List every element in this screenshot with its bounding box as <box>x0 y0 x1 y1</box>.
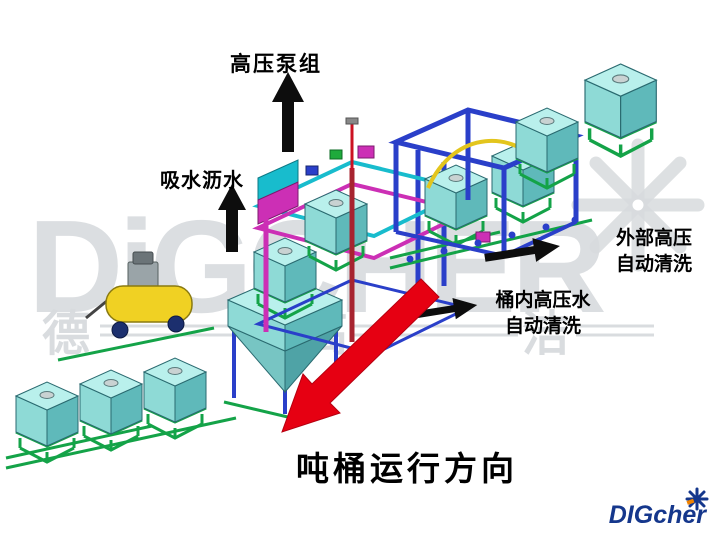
external-wash-label: 外部高压 自动清洗 <box>596 226 712 277</box>
air-compressor <box>85 251 193 339</box>
ibc-tote <box>78 368 144 452</box>
spray-unit <box>305 117 375 176</box>
pump-arrow-up <box>272 72 304 152</box>
suction-drain-label: 吸水沥水 <box>160 170 244 192</box>
watermark-cjk-1: 德 <box>42 308 90 361</box>
drain-hopper-station <box>223 236 345 420</box>
external-wash-label-line2: 自动清洗 <box>615 253 692 275</box>
internal-wash-label: 桶内高压水 自动清洗 <box>474 288 612 339</box>
ibc-tote-outfeed <box>583 62 659 158</box>
internal-wash-label-line1: 桶内高压水 <box>495 290 591 311</box>
watermark-cjk-3: 洁 <box>522 308 570 361</box>
logo-star-icon <box>685 487 709 511</box>
pump-group-label: 高压泵组 <box>230 53 322 76</box>
roller-conveyor <box>406 216 579 263</box>
booth-pump-box <box>475 231 491 243</box>
internal-wash-label-line2: 自动清洗 <box>504 315 581 337</box>
digcher-logo: DIGcher <box>608 487 709 530</box>
suction-arrow-up <box>218 184 246 252</box>
ibc-tote <box>142 356 208 440</box>
logo-text-dig: DIG <box>608 501 654 529</box>
watermark-starburst <box>571 138 705 272</box>
internal-wash-arrow <box>409 297 478 320</box>
flow-direction-label: 吨桶运行方向 <box>296 450 518 487</box>
external-wash-arrow <box>484 238 560 262</box>
flow-direction-arrow <box>281 278 440 433</box>
external-wash-label-line1: 外部高压 <box>615 228 692 249</box>
